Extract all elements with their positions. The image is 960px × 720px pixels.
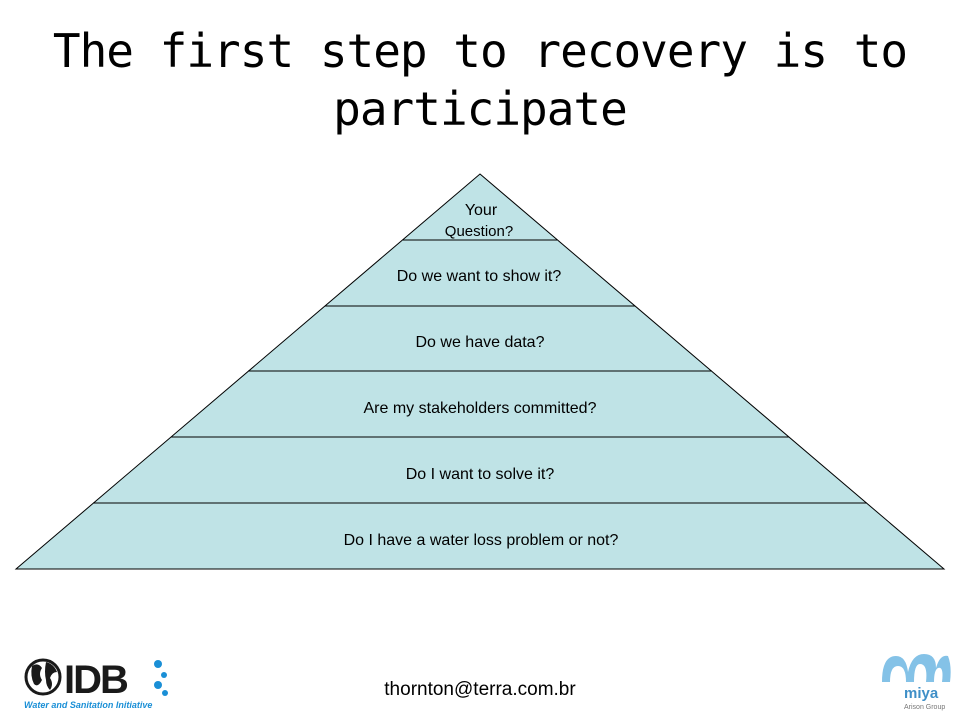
idb-drop-3 bbox=[154, 681, 162, 689]
pyramid-level-4-label: Are my stakeholders committed? bbox=[364, 400, 597, 417]
miya-tagline: Arison Group bbox=[904, 704, 945, 711]
idb-drop-4 bbox=[162, 690, 168, 696]
pyramid-level-5-label: Do I want to solve it? bbox=[406, 466, 555, 483]
miya-wordmark: miya bbox=[904, 685, 939, 702]
footer-email: thornton@terra.com.br bbox=[384, 679, 576, 700]
pyramid-level-top-line-1: Your bbox=[465, 202, 498, 219]
miya-logo: miya Arison Group bbox=[882, 654, 951, 711]
pyramid-level-2-label: Do we want to show it? bbox=[397, 268, 562, 285]
slide-title-line-1: The first step to recovery is to bbox=[52, 24, 908, 78]
idb-logo: IDB Water and Sanitation Initiative bbox=[24, 658, 168, 710]
slide-title-line-2: participate bbox=[333, 82, 628, 136]
slide-title: The first step to recovery is to partici… bbox=[0, 22, 960, 138]
pyramid-level-3-label: Do we have data? bbox=[416, 334, 545, 351]
idb-globe-continents bbox=[31, 662, 57, 690]
pyramid-level-top-line-2: Question? bbox=[445, 223, 513, 240]
idb-drop-2 bbox=[161, 672, 167, 678]
idb-tagline: Water and Sanitation Initiative bbox=[24, 700, 152, 710]
idb-wordmark: IDB bbox=[64, 658, 128, 702]
miya-wave-icon bbox=[882, 654, 951, 682]
idb-drop-1 bbox=[154, 660, 162, 668]
pyramid-level-6-label: Do I have a water loss problem or not? bbox=[344, 532, 619, 549]
